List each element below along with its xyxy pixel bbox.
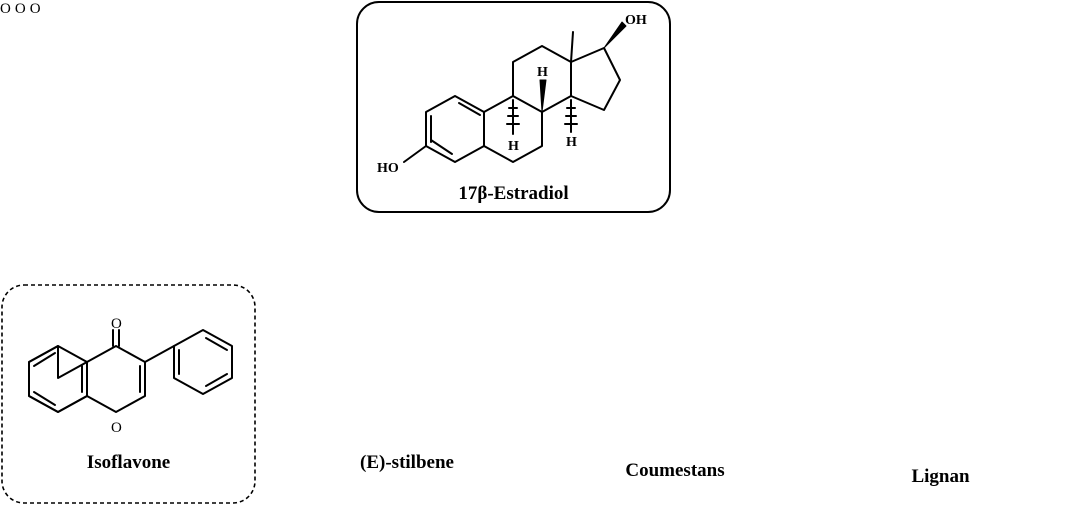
atom-o-furan: O xyxy=(29,1,41,17)
isoflavone-structure: O O xyxy=(28,316,233,436)
caption-coumestans: Coumestans xyxy=(625,460,725,481)
atom-o-lactone: O xyxy=(14,1,26,17)
atom-h-c9: H xyxy=(508,139,519,154)
panel-isoflavone: O O xyxy=(1,284,256,504)
atom-o-carbonyl: O xyxy=(111,316,122,332)
atom-o-ring: O xyxy=(111,420,122,436)
atom-o-carbonyl: O xyxy=(0,1,11,17)
atom-h-c14: H xyxy=(566,135,577,150)
atom-ho-left: HO xyxy=(377,161,399,176)
panel-coumestans-frame: O O O xyxy=(0,0,41,17)
caption-stilbene: (E)-stilbene xyxy=(360,452,454,473)
panel-isoflavone-frame xyxy=(1,284,256,504)
caption-estradiol: 17β-Estradiol xyxy=(458,183,569,204)
caption-isoflavone: Isoflavone xyxy=(86,452,171,473)
caption-lignan: Lignan xyxy=(911,466,970,487)
estradiol-structure: OH HO H H H xyxy=(377,13,647,176)
atom-h-c8: H xyxy=(537,65,548,80)
atom-oh-top: OH xyxy=(625,13,647,28)
coumestans-structure: O O O xyxy=(0,0,41,17)
panel-estradiol: OH HO H H H xyxy=(356,1,671,213)
panel-coumestans: O O O xyxy=(0,0,41,17)
panel-estradiol-frame xyxy=(356,1,671,213)
